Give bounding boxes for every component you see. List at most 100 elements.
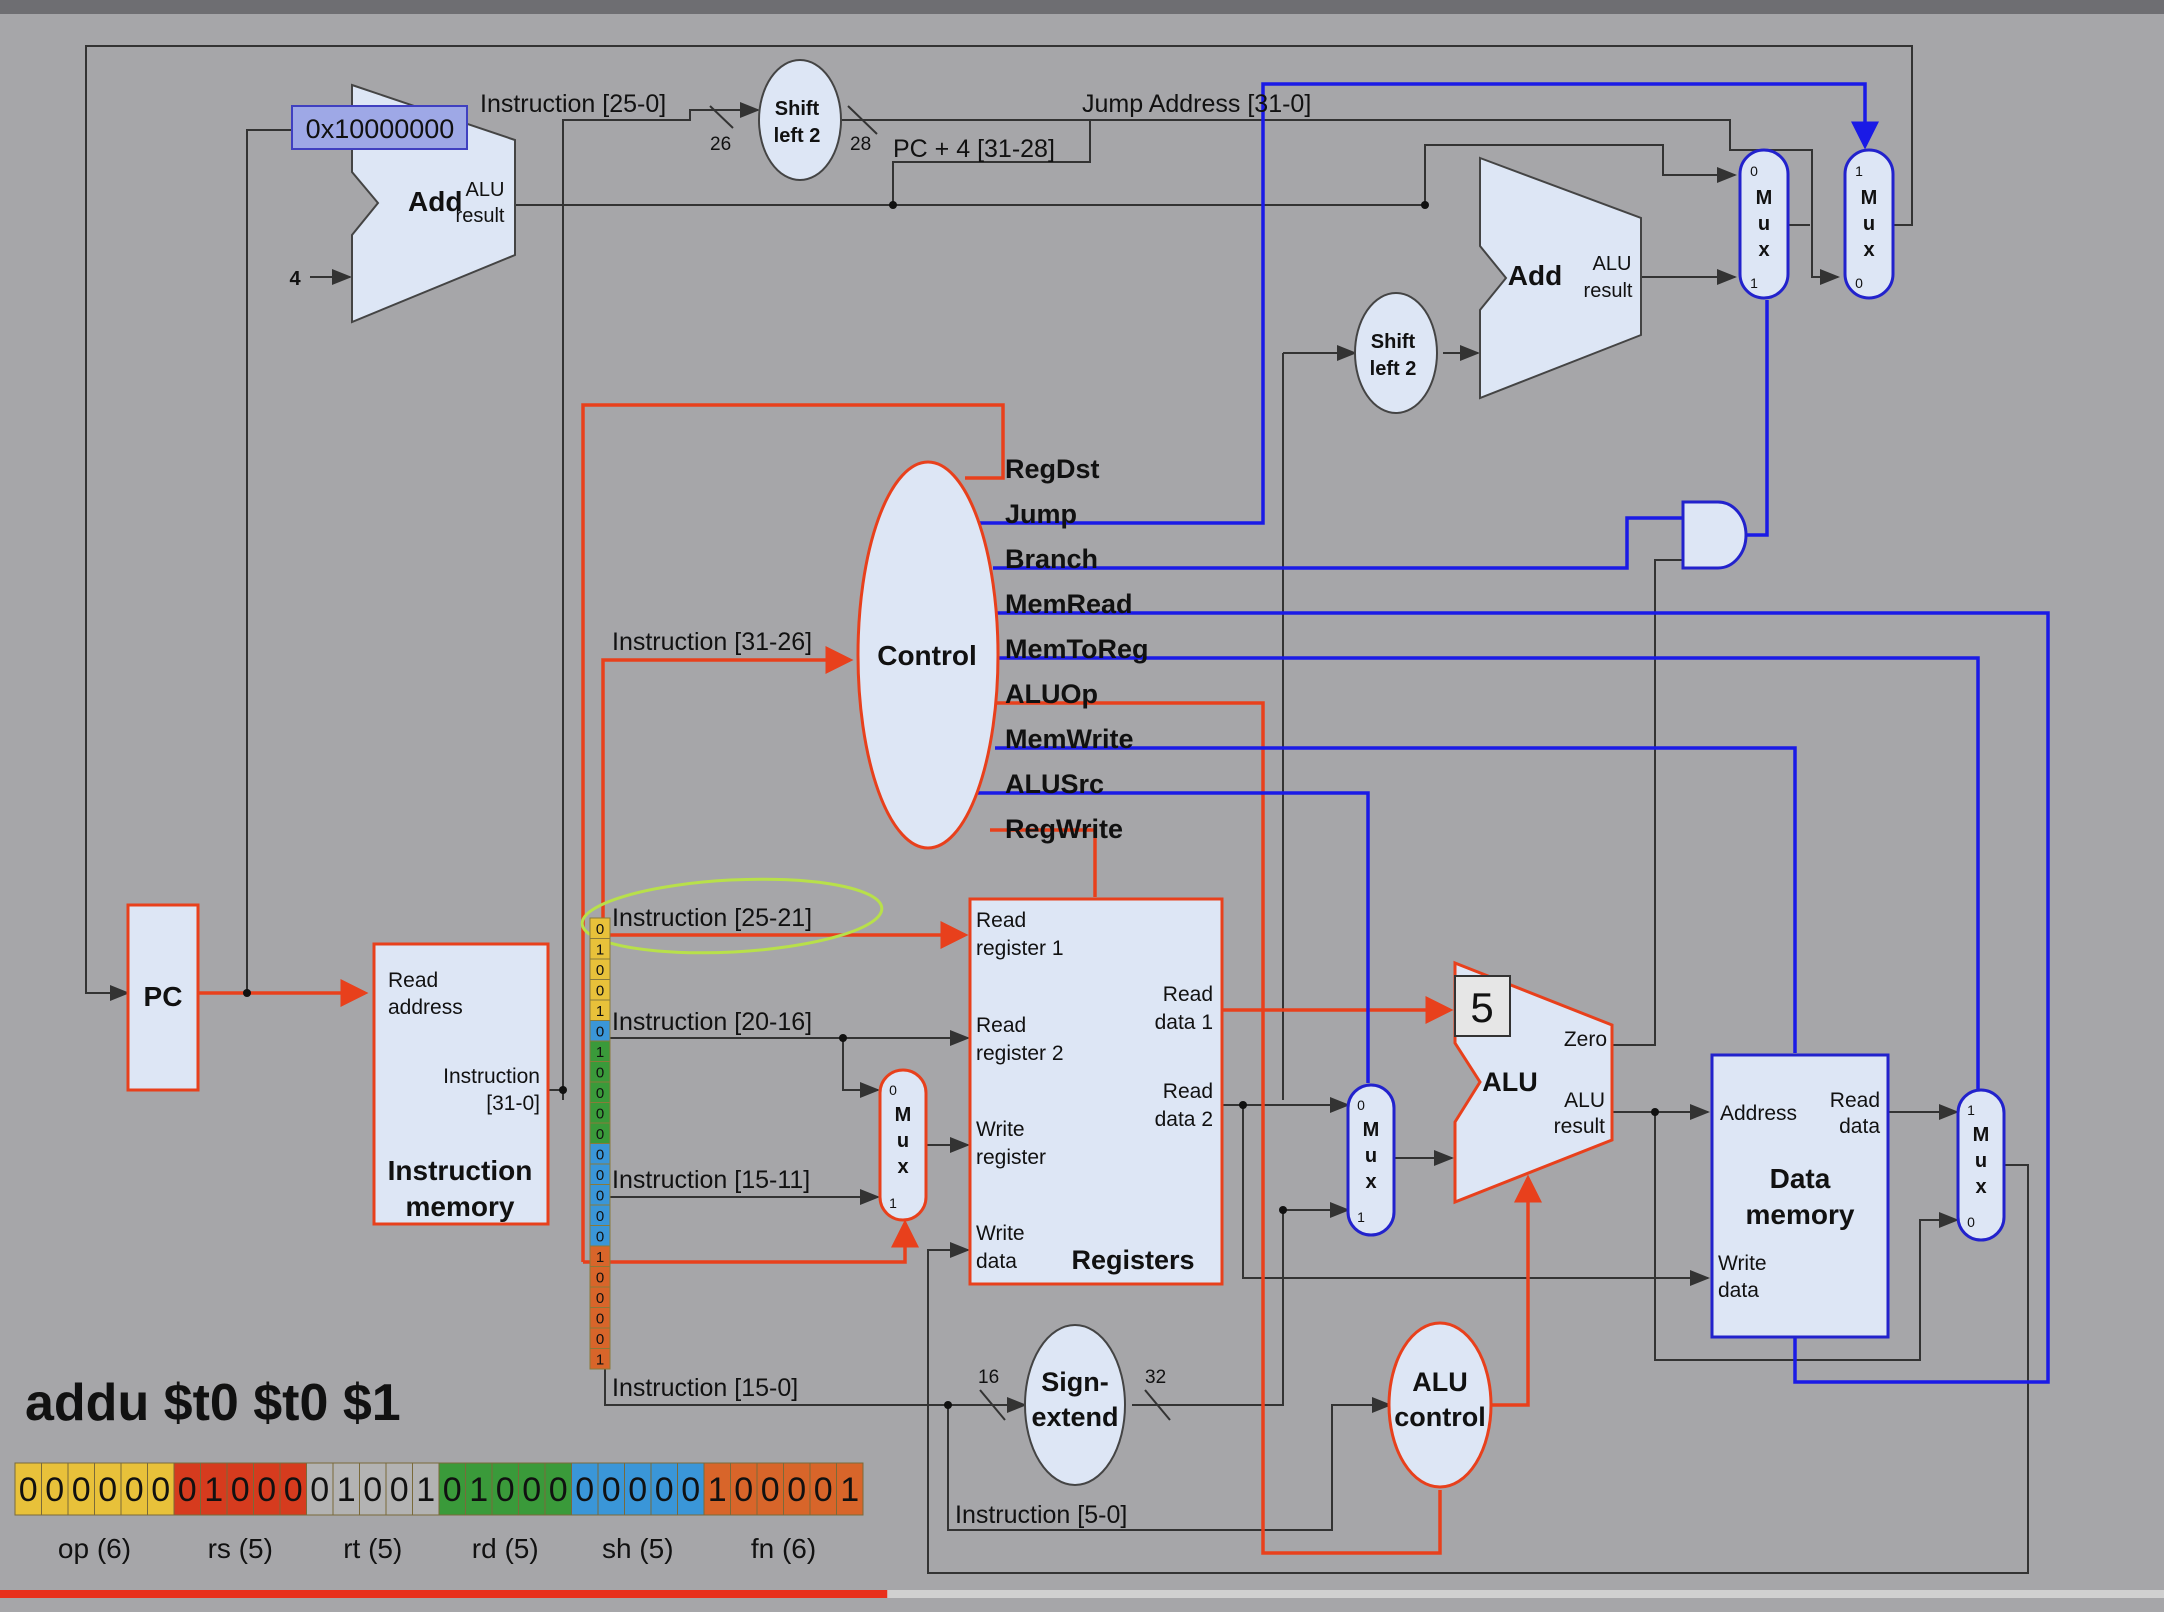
mux-regdst-in1: 1 xyxy=(889,1195,897,1211)
encoding-bit-cell xyxy=(438,1462,466,1516)
encoding-bit: 0 xyxy=(125,1471,144,1509)
control-signal-regwrite: RegWrite xyxy=(1005,814,1123,844)
reg-write-data-1: Write xyxy=(976,1222,1025,1245)
instruction-mnemonic: addu $t0 $t0 $1 xyxy=(25,1374,401,1432)
reg-read1-1: Read xyxy=(976,909,1026,932)
alu-result-1: ALU xyxy=(1564,1089,1605,1112)
encoding-bit-cell xyxy=(677,1462,705,1516)
wire-jump-address: Jump Address [31-0] xyxy=(1082,90,1311,118)
vertical-bit: 0 xyxy=(596,1024,604,1041)
mux-branch-in0: 0 xyxy=(1750,163,1758,179)
vertical-bit: 0 xyxy=(596,1188,604,1205)
pc-value-box xyxy=(291,105,468,150)
unit-labels: Add ALU result 4 Add ALU result Shift le… xyxy=(144,98,1990,1432)
wire-instr-15-0: Instruction [15-0] xyxy=(612,1374,798,1402)
encoding-bit: 1 xyxy=(416,1471,435,1509)
reg-write-data-2: data xyxy=(976,1250,1017,1273)
progress-track[interactable] xyxy=(0,1590,2164,1598)
mux-letter-x: x xyxy=(1758,239,1769,261)
mux-memtoreg xyxy=(1956,1088,2006,1242)
sign-extend-1: Sign- xyxy=(1041,1367,1109,1397)
imem-instruction-1: Instruction xyxy=(443,1065,540,1088)
encoding-bit-cell xyxy=(359,1462,387,1516)
add-right-label: Add xyxy=(1508,260,1562,291)
encoding-bit: 0 xyxy=(814,1471,833,1509)
control-signal-memtoreg: MemToReg xyxy=(1005,634,1149,664)
video-progress-bar[interactable] xyxy=(0,1590,2164,1598)
mux-letter-m: M xyxy=(1861,187,1878,209)
wire-labels: Instruction [25-0] Jump Address [31-0] P… xyxy=(480,90,1311,1529)
encoding-bit-cell xyxy=(120,1462,148,1516)
wire-instr-31-26: Instruction [31-26] xyxy=(612,628,812,656)
shift-mid-unit xyxy=(1354,292,1438,414)
imem-title-1: Instruction xyxy=(388,1155,533,1186)
mux-letter-x: x xyxy=(1365,1171,1376,1193)
reg-read1-2: register 1 xyxy=(976,937,1064,960)
mux-letter-m: M xyxy=(1756,187,1773,209)
vertical-bit: 0 xyxy=(596,1065,604,1082)
control-label: Control xyxy=(877,640,977,671)
pc-value: 0x10000000 xyxy=(306,114,455,144)
control-wires xyxy=(978,82,2050,1384)
mux-letter-m: M xyxy=(895,1104,912,1126)
vertical-bit: 1 xyxy=(596,1249,604,1266)
encoding-bit: 0 xyxy=(231,1471,250,1509)
data-memory xyxy=(1710,1053,1890,1339)
mux-letter-x: x xyxy=(1975,1176,1986,1198)
top-strip xyxy=(0,0,2164,14)
alu-badge-box xyxy=(1454,975,1511,1037)
mux-branch-in1: 1 xyxy=(1750,275,1758,291)
dmem-title-2: memory xyxy=(1746,1199,1855,1230)
encoding-bit: 0 xyxy=(549,1471,568,1509)
dmem-read-data-2: data xyxy=(1839,1115,1880,1138)
control-signal-alusrc: ALUSrc xyxy=(1005,769,1104,799)
vertical-bit: 0 xyxy=(596,1126,604,1143)
imem-instruction-2: [31-0] xyxy=(486,1092,540,1115)
encoding-bit: 1 xyxy=(840,1471,859,1509)
control-signal-jump: Jump xyxy=(1005,499,1077,529)
encoding-bit: 0 xyxy=(178,1471,197,1509)
vertical-bit: 1 xyxy=(596,1044,604,1061)
encoding-bit: 1 xyxy=(337,1471,356,1509)
mux-letter-u: u xyxy=(1975,1150,1987,1172)
control-signal-memread: MemRead xyxy=(1005,589,1133,619)
mux-letter-x: x xyxy=(1863,239,1874,261)
mux-jump xyxy=(1843,148,1895,300)
instruction-memory xyxy=(372,942,550,1226)
wire-pc4: PC + 4 [31-28] xyxy=(893,135,1055,163)
encoding-bit: 0 xyxy=(575,1471,594,1509)
encoding-field-label: sh (5) xyxy=(602,1533,674,1564)
encoding-bit: 0 xyxy=(443,1471,462,1509)
shift-top-2: left 2 xyxy=(774,125,821,147)
encoding-bit: 0 xyxy=(628,1471,647,1509)
wire-instr-15-11: Instruction [15-11] xyxy=(612,1166,810,1194)
mux-branch xyxy=(1738,148,1790,300)
add-top-result-1: ALU xyxy=(466,179,505,201)
encoding-bit-cell xyxy=(41,1462,69,1516)
encoding-bit-cell xyxy=(94,1462,122,1516)
mux-alusrc xyxy=(1346,1083,1396,1237)
encoding-bit: 0 xyxy=(602,1471,621,1509)
pc-register xyxy=(126,903,200,1092)
alu-badge: 5 xyxy=(1470,984,1493,1031)
vertical-bit: 0 xyxy=(596,1208,604,1225)
black-wires xyxy=(85,45,2029,1574)
encoding-bit-cell xyxy=(703,1462,731,1516)
active-wires xyxy=(197,403,1542,1555)
encoding-bit: 0 xyxy=(257,1471,276,1509)
control-signal-aluop: ALUOp xyxy=(1005,679,1098,709)
encoding-bit-cell xyxy=(200,1462,228,1516)
control-signal-branch: Branch xyxy=(1005,544,1098,574)
vertical-bit: 0 xyxy=(596,921,604,938)
mux-alusrc-in0: 0 xyxy=(1357,1097,1365,1113)
control-signal-labels: RegDstJumpBranchMemReadMemToRegALUOpMemW… xyxy=(1005,454,1149,844)
wire-width-28: 28 xyxy=(850,134,871,155)
mux-letter-m: M xyxy=(1973,1124,1990,1146)
dmem-address: Address xyxy=(1720,1102,1797,1125)
encoding-bit-cell xyxy=(385,1462,413,1516)
encoding-bit-cell xyxy=(147,1462,175,1516)
alu-control-1: ALU xyxy=(1412,1367,1468,1397)
reg-read-data2-1: Read xyxy=(1163,1080,1213,1103)
vertical-bit: 0 xyxy=(596,1331,604,1348)
